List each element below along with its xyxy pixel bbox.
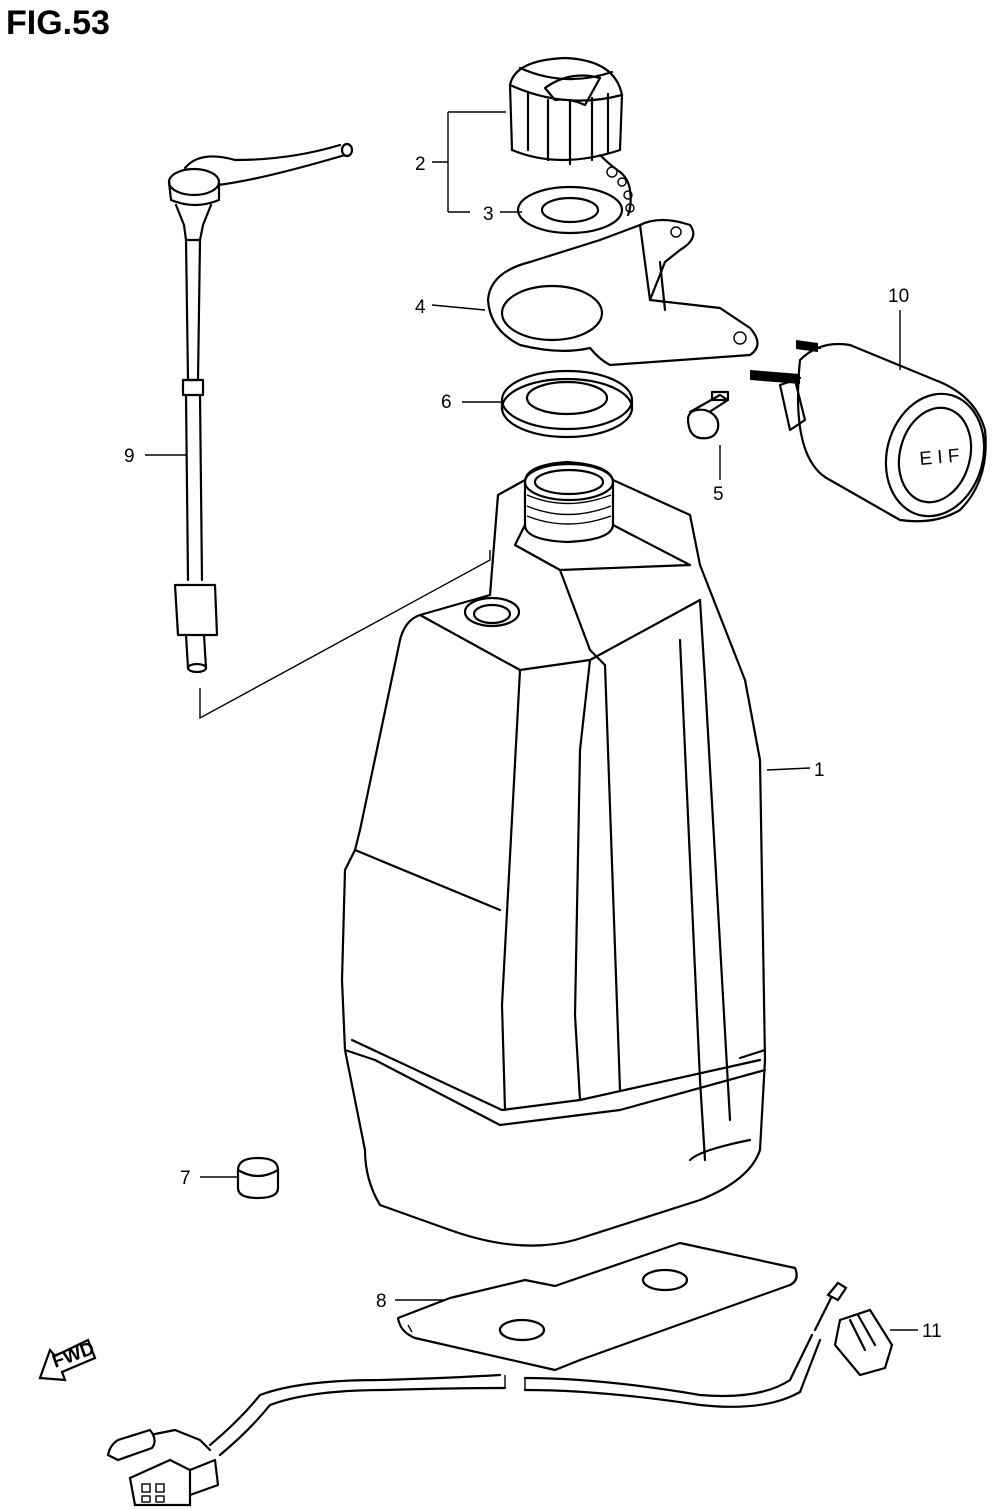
wiring-harness[interactable] <box>106 1281 894 1507</box>
callout-6: 6 <box>441 392 452 413</box>
cap-gasket[interactable] <box>516 185 624 235</box>
tank-pad[interactable] <box>396 1241 798 1372</box>
callout-1: 1 <box>814 760 825 781</box>
gauge-face-label: E I F <box>919 446 961 470</box>
callout-10: 10 <box>888 286 909 307</box>
callout-9: 9 <box>124 446 135 467</box>
callout-11: 11 <box>922 1321 942 1342</box>
callout-4: 4 <box>415 297 426 318</box>
figure-title: FIG.53 <box>6 4 110 42</box>
leader-lines <box>145 111 918 1331</box>
callout-labels: 1 2 3 4 5 6 7 8 9 10 11 <box>124 154 942 1342</box>
callout-5: 5 <box>713 484 724 505</box>
fwd-arrow: FWD <box>38 1338 97 1382</box>
filler-grommet[interactable] <box>500 369 634 439</box>
reference-line <box>199 550 491 720</box>
fuel-cap[interactable] <box>508 56 635 217</box>
filler-bracket[interactable] <box>486 218 759 367</box>
oil-level-meter[interactable]: E I F <box>750 340 997 527</box>
callout-7: 7 <box>180 1168 191 1189</box>
callout-2: 2 <box>415 154 426 175</box>
plug-cap[interactable] <box>236 1156 280 1200</box>
level-gauge-sender[interactable] <box>167 142 354 674</box>
callout-8: 8 <box>376 1291 387 1312</box>
oil-tank[interactable] <box>340 460 767 1247</box>
callout-3: 3 <box>483 204 494 225</box>
bracket-bolt[interactable] <box>686 390 730 440</box>
